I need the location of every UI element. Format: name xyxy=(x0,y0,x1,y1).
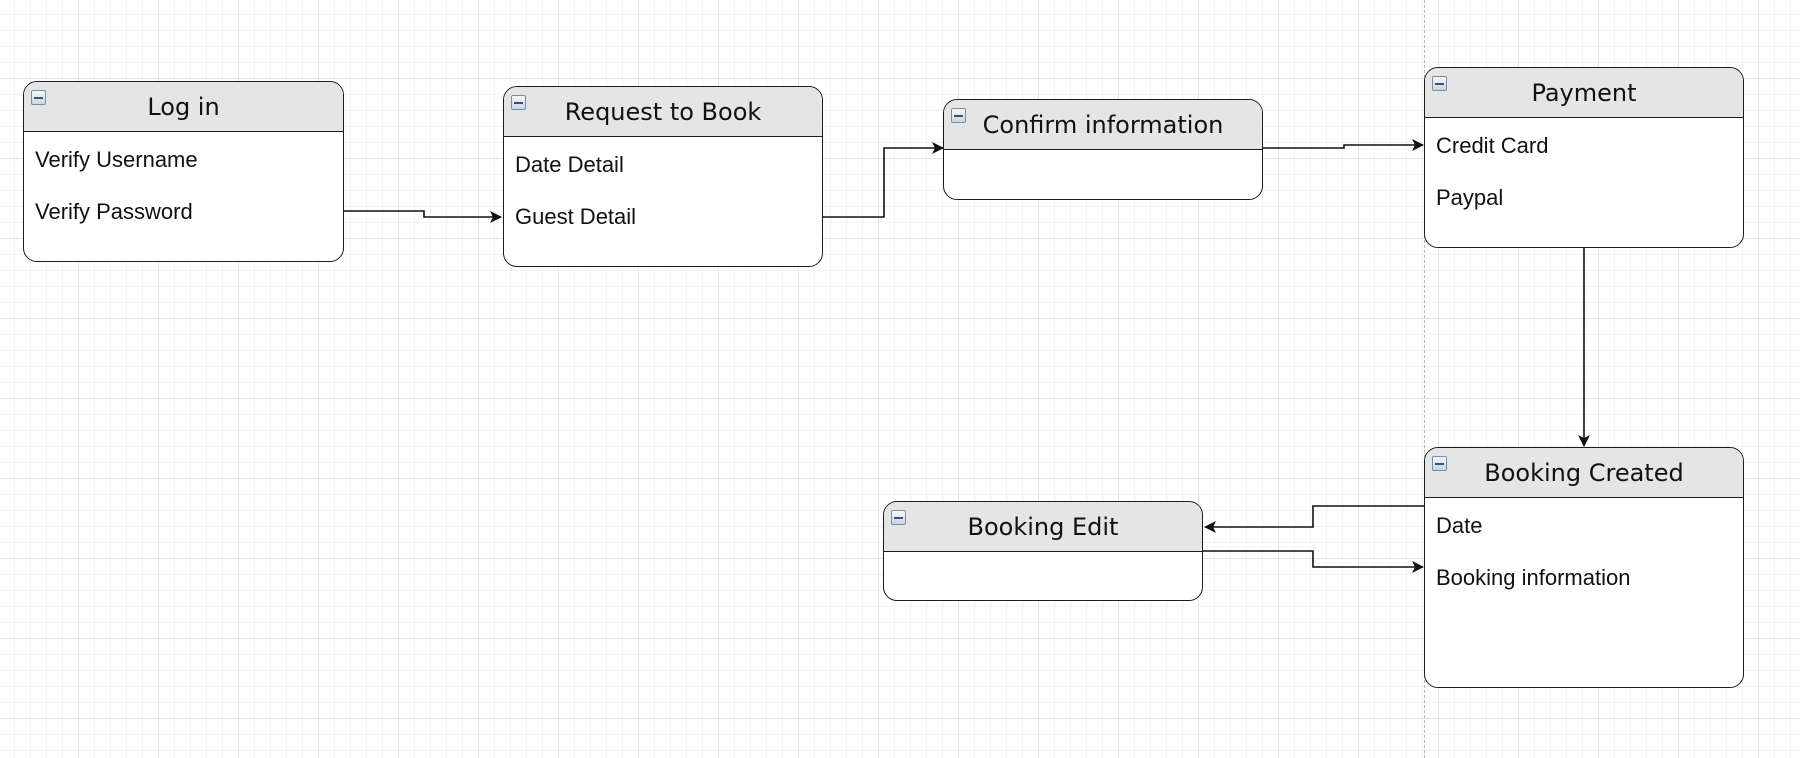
connector-booking-created-to-edit[interactable] xyxy=(1204,505,1424,533)
entity-payment[interactable]: Payment Credit Card Paypal xyxy=(1424,67,1744,248)
collapse-icon[interactable] xyxy=(511,95,526,110)
entity-title: Confirm information xyxy=(982,110,1224,139)
collapse-icon[interactable] xyxy=(31,90,46,105)
field-paypal: Paypal xyxy=(1436,185,1504,210)
entity-title: Log in xyxy=(147,92,220,121)
entity-header: Booking Edit xyxy=(884,502,1202,552)
field-guest-detail: Guest Detail xyxy=(515,204,637,229)
entity-header: Payment xyxy=(1425,68,1743,118)
field-date: Date xyxy=(1436,513,1483,538)
entity-title: Request to Book xyxy=(564,97,762,126)
collapse-icon[interactable] xyxy=(951,108,966,123)
entity-log-in[interactable]: Log in Verify Username Verify Password xyxy=(23,81,344,262)
entity-title: Booking Edit xyxy=(967,512,1119,541)
entity-header: Log in xyxy=(24,82,343,132)
collapse-icon[interactable] xyxy=(891,510,906,525)
entity-booking-edit[interactable]: Booking Edit xyxy=(883,501,1203,601)
connector-login-to-request[interactable] xyxy=(344,210,502,223)
field-booking-information: Booking information xyxy=(1436,565,1631,590)
entity-header: Confirm information xyxy=(944,100,1262,150)
connector-confirm-to-payment[interactable] xyxy=(1263,139,1424,151)
field-date-detail: Date Detail xyxy=(515,152,624,177)
entity-header: Request to Book xyxy=(504,87,822,137)
collapse-icon[interactable] xyxy=(1432,76,1447,91)
entity-request-to-book[interactable]: Request to Book Date Detail Guest Detail xyxy=(503,86,823,267)
field-verify-password: Verify Password xyxy=(35,199,193,224)
page-break-line xyxy=(1424,0,1425,758)
field-credit-card: Credit Card xyxy=(1436,133,1549,158)
entity-title: Payment xyxy=(1531,78,1637,107)
entity-title: Booking Created xyxy=(1484,458,1684,487)
connector-request-to-confirm[interactable] xyxy=(823,142,944,218)
collapse-icon[interactable] xyxy=(1432,456,1447,471)
entity-header: Booking Created xyxy=(1425,448,1743,498)
entity-booking-created[interactable]: Booking Created Date Booking information xyxy=(1424,447,1744,688)
connector-edit-to-booking-created[interactable] xyxy=(1203,550,1424,573)
entity-confirm-information[interactable]: Confirm information xyxy=(943,99,1263,200)
field-verify-username: Verify Username xyxy=(35,147,198,172)
